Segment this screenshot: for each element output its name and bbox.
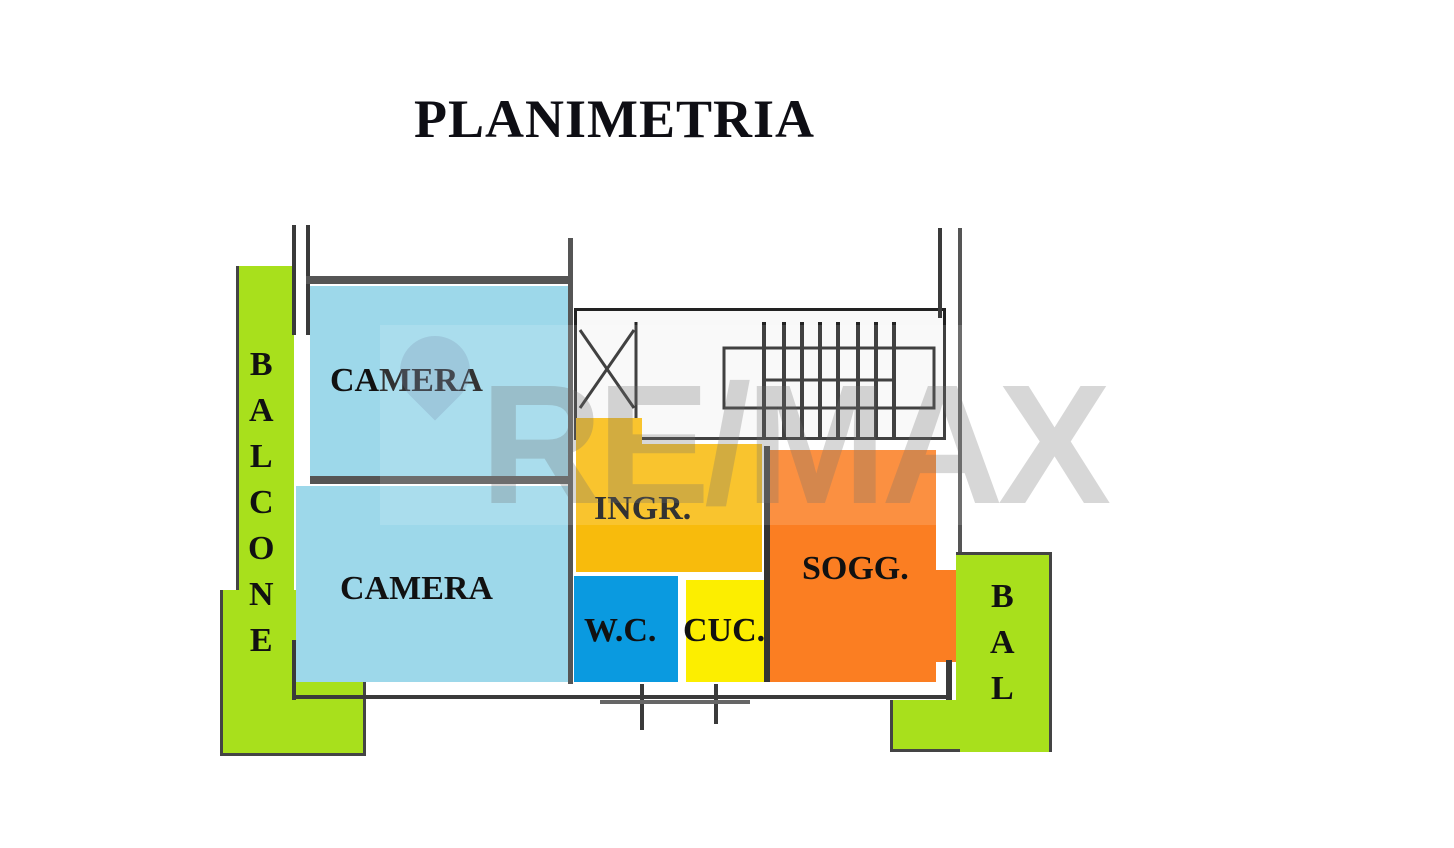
wall [306, 276, 570, 284]
wall [310, 476, 570, 484]
wall [938, 228, 942, 318]
room-camera-top [310, 286, 570, 476]
wall [958, 228, 962, 558]
wall [292, 695, 952, 699]
soggiorno-label: SOGG. [802, 550, 909, 587]
wc-label: W.C. [584, 612, 657, 649]
wall [568, 238, 573, 684]
ingresso-label: INGR. [594, 490, 692, 527]
cucina-label: CUC. [683, 612, 766, 649]
room-cucina [686, 580, 764, 682]
wall [292, 640, 296, 700]
camera-bottom-label: CAMERA [340, 570, 493, 607]
room-soggiorno [770, 450, 936, 682]
page-title: PLANIMETRIA [414, 89, 816, 149]
balcone-left-label: B A L C O N E [248, 346, 275, 659]
watermark-panel [380, 325, 1025, 525]
camera-top-label: CAMERA [330, 362, 483, 399]
room-wc [574, 576, 678, 682]
stairs-icon [578, 322, 936, 440]
wall [946, 660, 952, 700]
balcone-right-area [956, 552, 1052, 752]
room-ingresso [576, 418, 642, 446]
room-camera-bottom [296, 486, 570, 682]
wall [292, 225, 296, 335]
room-soggiorno-ext [930, 570, 956, 662]
balcone-right-label: B A L [990, 578, 1015, 707]
window-mark [640, 684, 644, 730]
wall [764, 446, 770, 682]
window-mark [714, 684, 718, 724]
room-ingresso-main [576, 444, 762, 572]
balcone-right-foot [890, 700, 960, 752]
watermark-text: RE/MAX [480, 350, 1111, 540]
window-mark [600, 700, 750, 704]
